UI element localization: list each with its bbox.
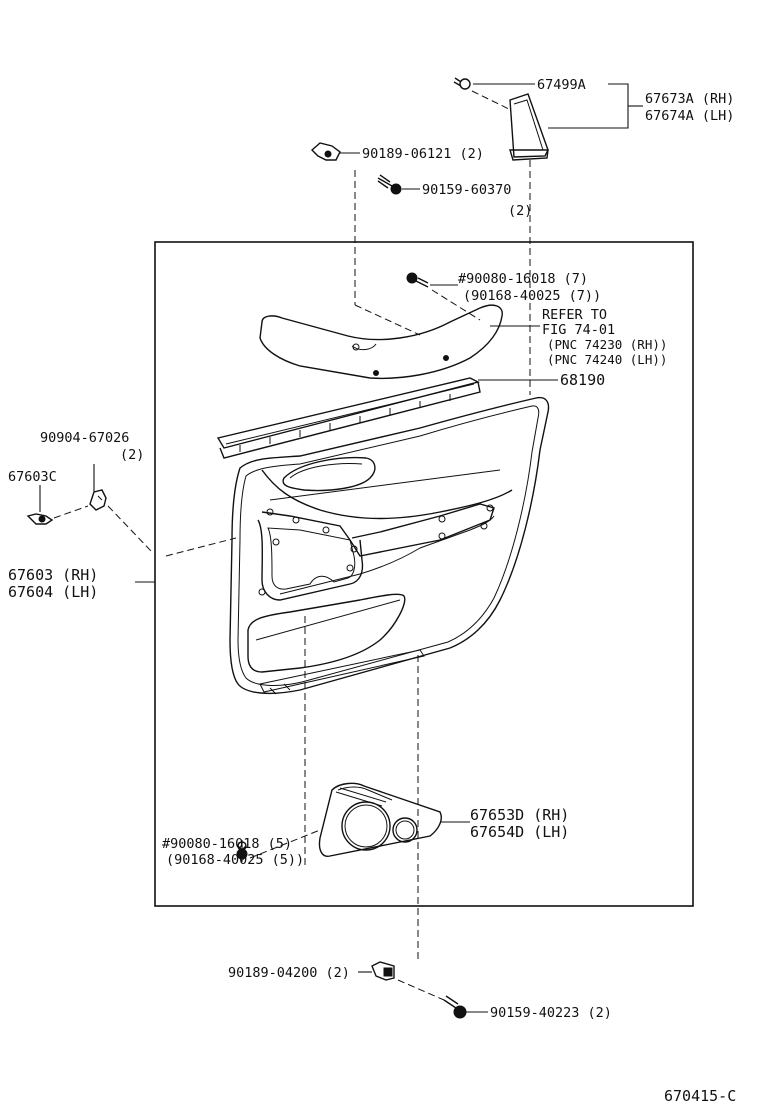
label-refer-to: REFER TO [542, 307, 607, 323]
label-90159-60370-qty: (2) [508, 203, 532, 219]
screw-90159-40223[interactable] [443, 995, 467, 1019]
label-90080-16018-5: #90080-16018 (5) [162, 836, 292, 852]
label-90168-40025-5: (90168-40025 (5)) [166, 852, 304, 868]
screw-67499A[interactable] [453, 77, 471, 90]
label-67653D: 67653D (RH) [470, 806, 569, 824]
armrest-upper-panel[interactable] [259, 304, 503, 380]
figure-code: 670415-C [664, 1087, 736, 1105]
label-90904-67026-qty: (2) [120, 447, 144, 463]
screw-90159-60370[interactable] [377, 174, 402, 195]
dash-67603C [53, 505, 89, 519]
assembly-frame [154, 241, 694, 907]
label-67603: 67603 (RH) [8, 566, 98, 584]
clip-90904-67026[interactable] [89, 489, 107, 511]
label-67654D: 67654D (LH) [470, 823, 569, 841]
label-68190: 68190 [560, 371, 605, 389]
dash-screw-7 [431, 289, 481, 321]
label-90904-67026: 90904-67026 [40, 430, 129, 446]
screw-90080-16018-7[interactable] [406, 272, 429, 288]
speaker-grille[interactable] [318, 782, 442, 857]
dash-clip-04200 [397, 979, 445, 1001]
label-pnc-rh: (PNC 74230 (RH)) [547, 337, 667, 352]
label-67673A: 67673A (RH) [645, 91, 734, 107]
clip-90189-06121[interactable] [310, 142, 341, 161]
weatherstrip-68190[interactable] [216, 377, 481, 459]
label-67674A: 67674A (LH) [645, 108, 734, 124]
label-90189-06121: 90189-06121 (2) [362, 146, 484, 162]
dash-clip-diag [354, 304, 421, 336]
label-67499A: 67499A [537, 77, 586, 93]
clip-90189-04200[interactable] [371, 961, 395, 981]
dash-90904 [107, 505, 153, 553]
door-trim-panel[interactable] [229, 396, 550, 695]
label-90080-16018-7: #90080-16018 (7) [458, 271, 588, 287]
label-67604: 67604 (LH) [8, 583, 98, 601]
corner-cover[interactable] [509, 93, 549, 161]
label-90159-40223: 90159-40223 (2) [490, 1005, 612, 1021]
dash-screw-5 [249, 829, 321, 859]
label-90168-40025-7: (90168-40025 (7)) [463, 288, 601, 304]
label-90159-60370: 90159-60370 [422, 182, 511, 198]
plug-67603C[interactable] [26, 513, 54, 525]
label-fig-74-01: FIG 74-01 [542, 322, 615, 338]
dash-67499A [471, 90, 512, 111]
label-90189-04200: 90189-04200 (2) [228, 965, 350, 981]
label-pnc-lh: (PNC 74240 (LH)) [547, 352, 667, 367]
label-67603C: 67603C [8, 469, 57, 485]
dash-to-panel [165, 537, 237, 557]
